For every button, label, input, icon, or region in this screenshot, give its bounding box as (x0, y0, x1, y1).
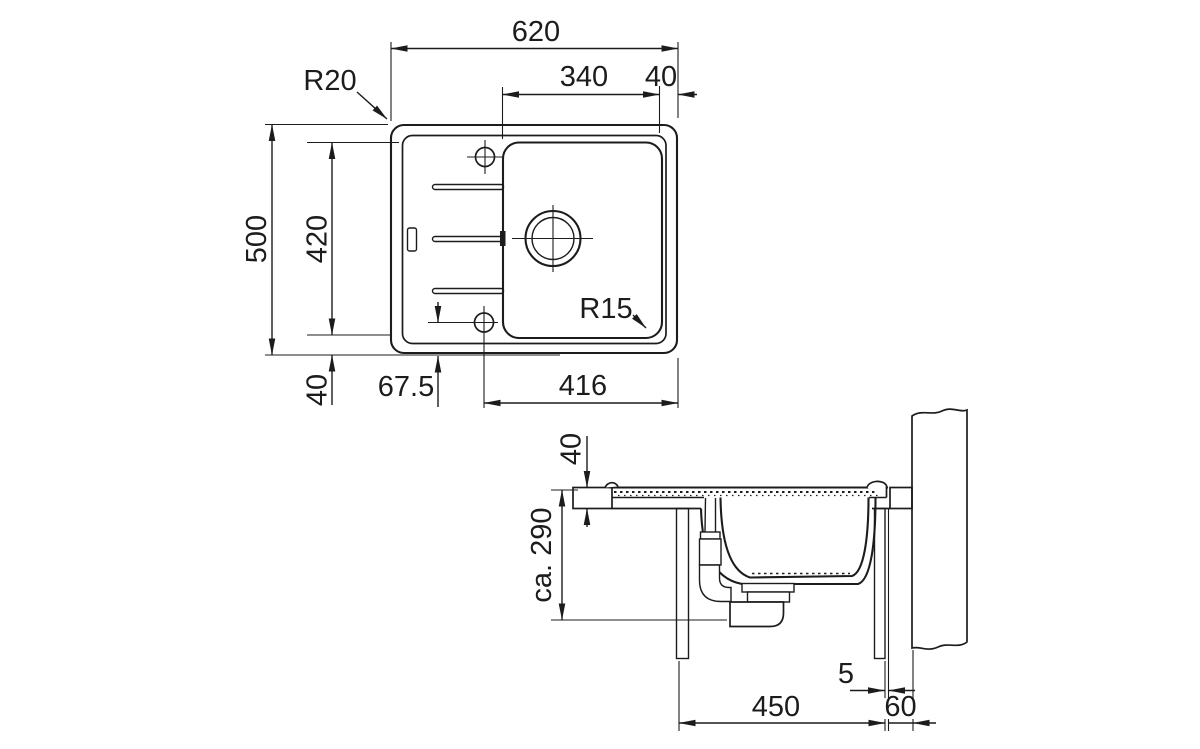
bowl-outer-wall (699, 497, 877, 586)
dim-label-wall-offset: 60 (884, 691, 916, 723)
bowl-inner-wall (719, 497, 870, 579)
radius-label-outer: R20 (303, 65, 356, 97)
dim-total-depth: 500 (241, 123, 560, 356)
radius-label-bowl: R15 (579, 293, 632, 325)
pipe-line (704, 497, 707, 533)
dim-bottom-edge: 40 (302, 354, 336, 406)
brick-wall (911, 408, 968, 650)
dim-cabinet-width: 450 (678, 661, 886, 731)
drain-trap-cup (729, 601, 785, 628)
dim-wall-offset: 60 (884, 508, 936, 731)
dim-label-right-edge: 40 (645, 61, 677, 93)
dim-label-bottom-edge: 40 (302, 374, 334, 406)
drain-assembly (729, 582, 795, 628)
dim-label-inner-depth: 420 (302, 215, 334, 263)
section-view: 40 ca. 290 450 5 60 (526, 408, 968, 731)
pipe-elbow (698, 564, 732, 603)
top-view: 620 340 40 500 420 (241, 16, 697, 408)
dim-label-total-width: 620 (512, 16, 560, 48)
dim-inner-depth: 420 (302, 141, 399, 336)
dim-label-install-depth: ca. 290 (526, 507, 558, 602)
sink-section (604, 480, 890, 628)
cabinet-panel-left (675, 507, 690, 660)
drainboard-rib (431, 287, 505, 295)
pipe-collar (699, 531, 721, 540)
dim-right-edge: 40 (645, 61, 697, 98)
overflow-slot (406, 227, 418, 252)
sink-rim-outline (401, 134, 667, 345)
dim-label-hole-offset: 67.5 (378, 371, 434, 403)
dim-label-hole-to-right: 416 (559, 370, 607, 402)
label-mask (884, 698, 917, 719)
pipe-body (698, 538, 722, 566)
dim-panel-gap: 5 (838, 658, 915, 694)
drain-flange (741, 582, 795, 593)
dim-label-bowl-width: 340 (560, 61, 608, 93)
dim-total-width: 620 (390, 16, 679, 121)
leader-line (356, 91, 388, 120)
dim-label-total-depth: 500 (241, 215, 273, 263)
overflow-pipe (698, 497, 732, 603)
dim-install-depth: ca. 290 (526, 489, 727, 621)
dim-counter-thickness: 40 (556, 433, 591, 527)
drain-locknut (746, 591, 791, 603)
rim-lip-left (604, 481, 619, 488)
radius-callout-bowl: R15 (579, 293, 647, 329)
cabinet-panel-right (873, 507, 886, 660)
dim-hole-offset: 67.5 (378, 302, 442, 407)
leader-line (631, 313, 647, 329)
radius-callout-outer: R20 (303, 65, 388, 120)
dim-label-panel-gap: 5 (838, 658, 854, 690)
dim-label-counter-thickness: 40 (556, 433, 588, 465)
bowl-edge-mark (500, 231, 506, 246)
dim-bowl-width: 340 (501, 61, 661, 139)
countertop-left (572, 486, 613, 510)
drain-hole (512, 205, 593, 272)
countertop-right (889, 486, 913, 510)
tap-hole-top (467, 140, 503, 174)
dim-label-cabinet-width: 450 (752, 691, 800, 723)
drainboard-rib (431, 183, 505, 191)
dim-hole-to-right: 416 (483, 358, 679, 408)
rim-lip-right (866, 480, 888, 498)
